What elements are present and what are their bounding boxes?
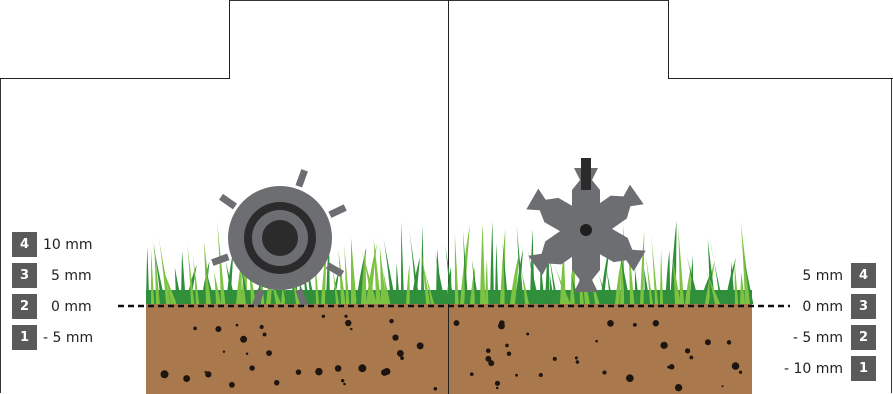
level-badge: 2 — [851, 325, 876, 350]
level-badge: 4 — [851, 263, 876, 288]
depth-label: 5 mm — [773, 268, 843, 284]
depth-label: 10 mm — [43, 237, 113, 253]
level-badge: 3 — [851, 294, 876, 319]
depth-label: - 10 mm — [773, 361, 843, 377]
right-scale-row: 0 mm 3 — [773, 294, 876, 319]
right-scale-row: - 5 mm 2 — [773, 325, 876, 350]
level-badge: 1 — [12, 325, 37, 350]
blade-roller-photo-frame — [668, 0, 893, 79]
left-scale-row: 1 - 5 mm — [12, 325, 113, 350]
depth-label: - 5 mm — [773, 330, 843, 346]
level-badge: 2 — [12, 294, 37, 319]
left-scale-row: 4 10 mm — [12, 232, 113, 257]
left-scale-row: 3 5 mm — [12, 263, 121, 288]
blade-roller-icon — [525, 158, 646, 292]
soil-left — [146, 300, 448, 394]
level-badge: 1 — [851, 356, 876, 381]
left-scale-row: 2 0 mm — [12, 294, 121, 319]
depth-label: 0 mm — [51, 299, 121, 315]
spike-roller-photo-frame — [0, 0, 230, 79]
depth-label: - 5 mm — [43, 330, 113, 346]
right-scale-row: 5 mm 4 — [773, 263, 876, 288]
soil-right — [449, 300, 752, 394]
right-scale-row: - 10 mm 1 — [773, 356, 876, 381]
depth-label: 5 mm — [51, 268, 121, 284]
level-badge: 4 — [12, 232, 37, 257]
depth-label: 0 mm — [773, 299, 843, 315]
level-badge: 3 — [12, 263, 37, 288]
